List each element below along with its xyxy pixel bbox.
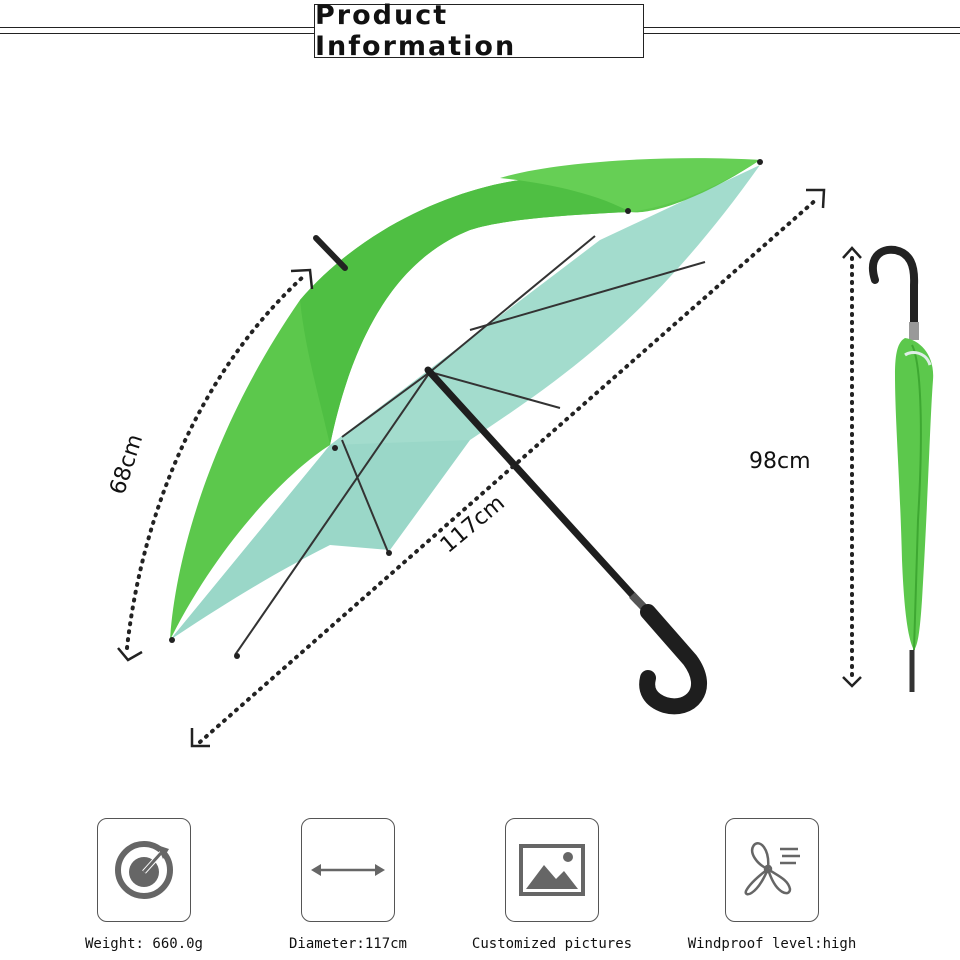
dimension-lines xyxy=(117,188,862,748)
title-box: Product Information xyxy=(314,0,644,62)
double-arrow-icon xyxy=(311,864,385,876)
feature-label: Customized pictures xyxy=(471,936,633,952)
title-rule xyxy=(0,27,960,37)
weight-gauge-icon xyxy=(115,841,173,899)
page-title: Product Information xyxy=(315,0,517,62)
picture-icon xyxy=(519,844,585,896)
feature-diameter: Diameter:117cm xyxy=(248,818,448,952)
feature-label: Diameter:117cm xyxy=(288,936,407,952)
feature-label: Windproof level:high xyxy=(687,936,857,952)
feature-windproof: Windproof level:high xyxy=(672,818,872,952)
feature-label: Weight: 660.0g xyxy=(84,936,203,952)
feature-weight: Weight: 660.0g xyxy=(44,818,244,952)
feature-icon-box xyxy=(301,818,395,922)
open-umbrella xyxy=(169,158,763,715)
feature-icon-box xyxy=(97,818,191,922)
closed-length-label: 98cm xyxy=(749,449,811,474)
feature-icon-box xyxy=(505,818,599,922)
umbrella-illustration xyxy=(117,158,934,748)
feature-icon-box xyxy=(725,818,819,922)
closed-umbrella xyxy=(869,245,934,692)
wind-fan-icon xyxy=(744,842,800,896)
feature-pictures: Customized pictures xyxy=(452,818,652,952)
